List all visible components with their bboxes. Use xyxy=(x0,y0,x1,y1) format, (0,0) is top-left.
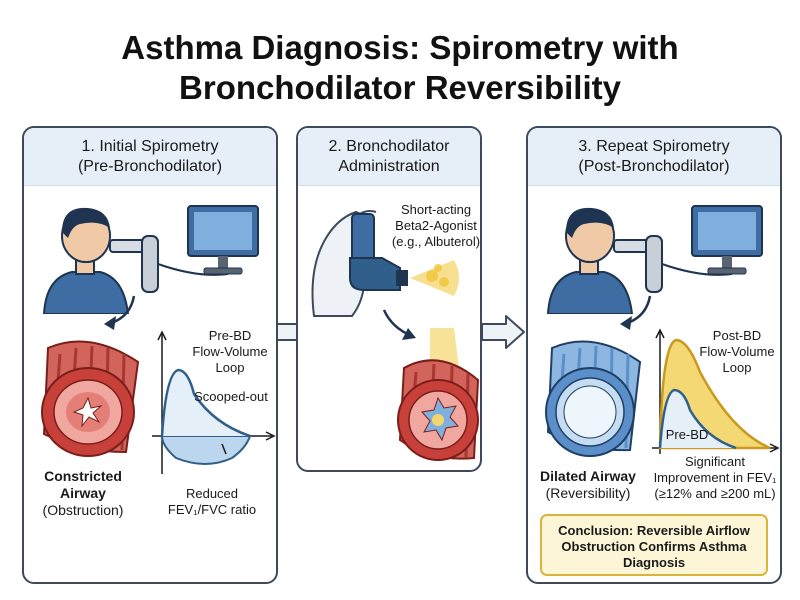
improvement-label-line-1: Significant xyxy=(685,454,745,469)
panel-2-heading: 2. Bronchodilator Administration xyxy=(298,128,480,186)
spirometer-icon xyxy=(613,235,733,293)
panel-repeat-spirometry: 3. Repeat Spirometry (Post-Bronchodilato… xyxy=(526,126,782,584)
pre-bd-curve-label-line-2: Flow-Volume xyxy=(192,344,268,359)
improvement-label-line-2: Improvement in FEV₁ xyxy=(653,470,777,485)
panel-2-heading-line-1: 2. Bronchodilator xyxy=(328,138,450,155)
panel-3-heading-line-1: 3. Repeat Spirometry xyxy=(578,138,730,155)
spirometry-setup-illustration xyxy=(42,205,259,314)
title-line-2: Bronchodilator Reversibility xyxy=(179,69,621,106)
person-icon xyxy=(546,207,634,314)
constricted-airway-label-line-2: Airway xyxy=(60,485,106,501)
panel-3-heading-line-2: (Post-Bronchodilator) xyxy=(578,158,730,175)
inhaler-icon xyxy=(349,213,408,291)
scooped-out-label: Scooped-out xyxy=(194,389,268,404)
drug-label-line-1: Short-acting xyxy=(400,202,472,217)
airway-icon-constricted xyxy=(41,340,140,457)
panel-bronchodilator: 2. Bronchodilator Administration Short-a… xyxy=(296,126,482,472)
reduced-ratio-label-line-1: Reduced xyxy=(185,486,239,501)
monitor-icon xyxy=(187,205,259,275)
post-bd-flow-volume-chart xyxy=(652,328,780,454)
spirometry-setup-illustration-2 xyxy=(546,205,763,314)
title-line-1: Asthma Diagnosis: Spirometry with xyxy=(121,29,679,66)
panel-1-heading: 1. Initial Spirometry (Pre-Bronchodilato… xyxy=(24,128,276,186)
pre-bd-curve-label-line-1: Pre-BD xyxy=(208,328,252,343)
pre-bd-label: Pre-BD xyxy=(665,427,709,442)
person-icon xyxy=(42,207,130,314)
post-bd-curve-label-line-1: Post-BD xyxy=(712,328,762,343)
pre-bd-curve-label: Pre-BD Flow-Volume Loop xyxy=(192,328,268,376)
improvement-label: Significant Improvement in FEV₁ (≥12% an… xyxy=(652,454,778,502)
dilated-airway-label: Dilated Airway (Reversibility) xyxy=(530,468,646,502)
dilated-airway-label-line-1: Dilated Airway xyxy=(540,468,636,484)
constricted-airway-label-line-1: Constricted xyxy=(44,468,122,484)
arrow-icon xyxy=(620,295,652,330)
improvement-label-line-3: (≥12% and ≥200 mL) xyxy=(654,486,776,501)
conclusion-line-1: Conclusion: Reversible Airflow xyxy=(558,523,750,538)
dilated-airway-label-line-2: (Reversibility) xyxy=(545,485,631,501)
spray-icon xyxy=(410,260,459,296)
pre-bd-flow-volume-chart xyxy=(152,330,276,474)
arrow-icon xyxy=(382,309,416,340)
airway-icon-dilated xyxy=(545,340,642,457)
constricted-airway-label-line-3: (Obstruction) xyxy=(42,502,124,518)
panel-3-heading: 3. Repeat Spirometry (Post-Bronchodilato… xyxy=(528,128,780,186)
panel-1-heading-line-2: (Pre-Bronchodilator) xyxy=(77,158,223,175)
arrow-icon-2 xyxy=(481,315,525,349)
conclusion-line-2: Obstruction Confirms Asthma xyxy=(561,539,747,554)
airway-icon-treated xyxy=(397,328,480,461)
monitor-icon xyxy=(691,205,763,275)
post-bd-curve-label-line-3: Loop xyxy=(722,360,752,375)
reduced-ratio-label-line-2: FEV₁/FVC ratio xyxy=(167,502,257,517)
conclusion-box: Conclusion: Reversible Airflow Obstructi… xyxy=(540,514,768,576)
reduced-ratio-label: Reduced FEV₁/FVC ratio xyxy=(152,486,272,518)
panel-2-heading-line-2: Administration xyxy=(338,158,440,175)
page-title: Asthma Diagnosis: Spirometry with Bronch… xyxy=(0,28,800,108)
pre-bd-curve-label-line-3: Loop xyxy=(215,360,245,375)
post-bd-curve-label: Post-BD Flow-Volume Loop xyxy=(696,328,778,376)
drug-label-line-2: Beta2-Agonist xyxy=(395,218,477,233)
panel-initial-spirometry: 1. Initial Spirometry (Pre-Bronchodilato… xyxy=(22,126,278,584)
drug-label-line-3: (e.g., Albuterol) xyxy=(391,234,481,249)
conclusion-line-3: Diagnosis xyxy=(622,555,686,570)
panel-1-heading-line-1: 1. Initial Spirometry xyxy=(81,138,219,155)
inhaler-illustration xyxy=(311,210,459,317)
constricted-airway-label: Constricted Airway (Obstruction) xyxy=(28,468,138,519)
arrow-icon xyxy=(104,295,136,330)
spirometer-icon xyxy=(109,235,229,293)
drug-label: Short-acting Beta2-Agonist (e.g., Albute… xyxy=(390,202,481,250)
post-bd-curve-label-line-2: Flow-Volume xyxy=(699,344,775,359)
